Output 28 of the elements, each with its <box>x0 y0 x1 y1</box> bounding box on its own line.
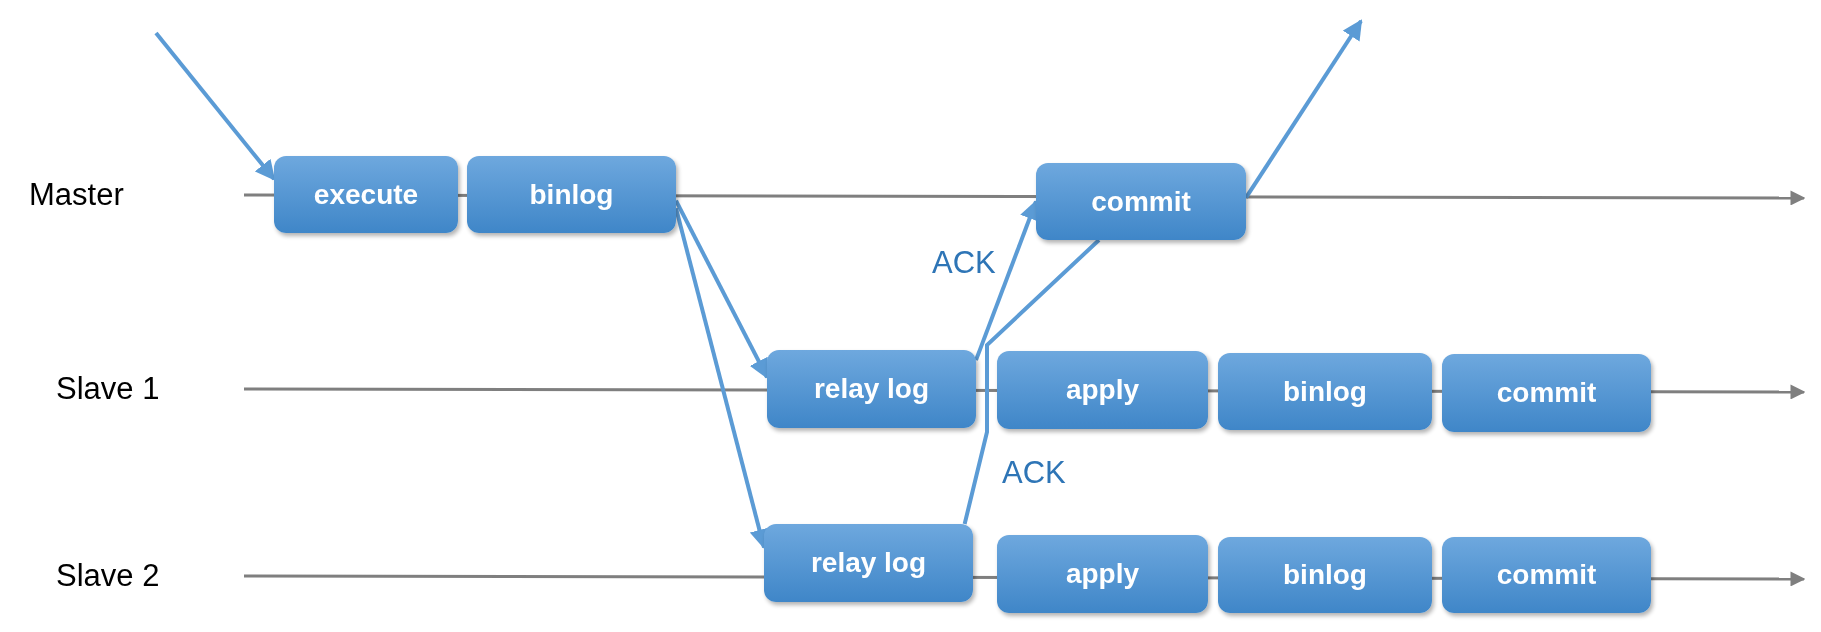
process-box <box>1218 537 1432 613</box>
lane-label: Slave 2 <box>56 558 160 594</box>
box-label: relay log <box>813 373 930 405</box>
box-label: apply <box>1065 558 1140 590</box>
process-box <box>764 524 973 602</box>
process-box <box>767 350 976 428</box>
box-label: binlog <box>1283 375 1367 408</box>
box-label: apply <box>1065 374 1140 406</box>
arrow <box>674 199 769 380</box>
process-box <box>997 535 1208 613</box>
process-box <box>467 156 676 233</box>
box-label: commit <box>1496 559 1597 591</box>
process-box <box>274 156 458 233</box>
lane-label: Slave 1 <box>56 371 160 407</box>
box-label: commit <box>1496 377 1597 409</box>
arrow <box>154 31 276 181</box>
process-box <box>1442 354 1651 432</box>
arrow <box>1244 19 1363 199</box>
box-label: binlog <box>529 178 614 211</box>
process-box <box>997 351 1208 429</box>
box-label: binlog <box>1283 559 1367 591</box>
process-box <box>1036 163 1246 240</box>
lane-label: Master <box>29 177 124 213</box>
box-label: execute <box>313 178 419 211</box>
box-label: relay log <box>810 547 927 579</box>
process-box <box>1442 537 1651 613</box>
box-label: commit <box>1091 185 1191 218</box>
process-box <box>1218 353 1432 430</box>
